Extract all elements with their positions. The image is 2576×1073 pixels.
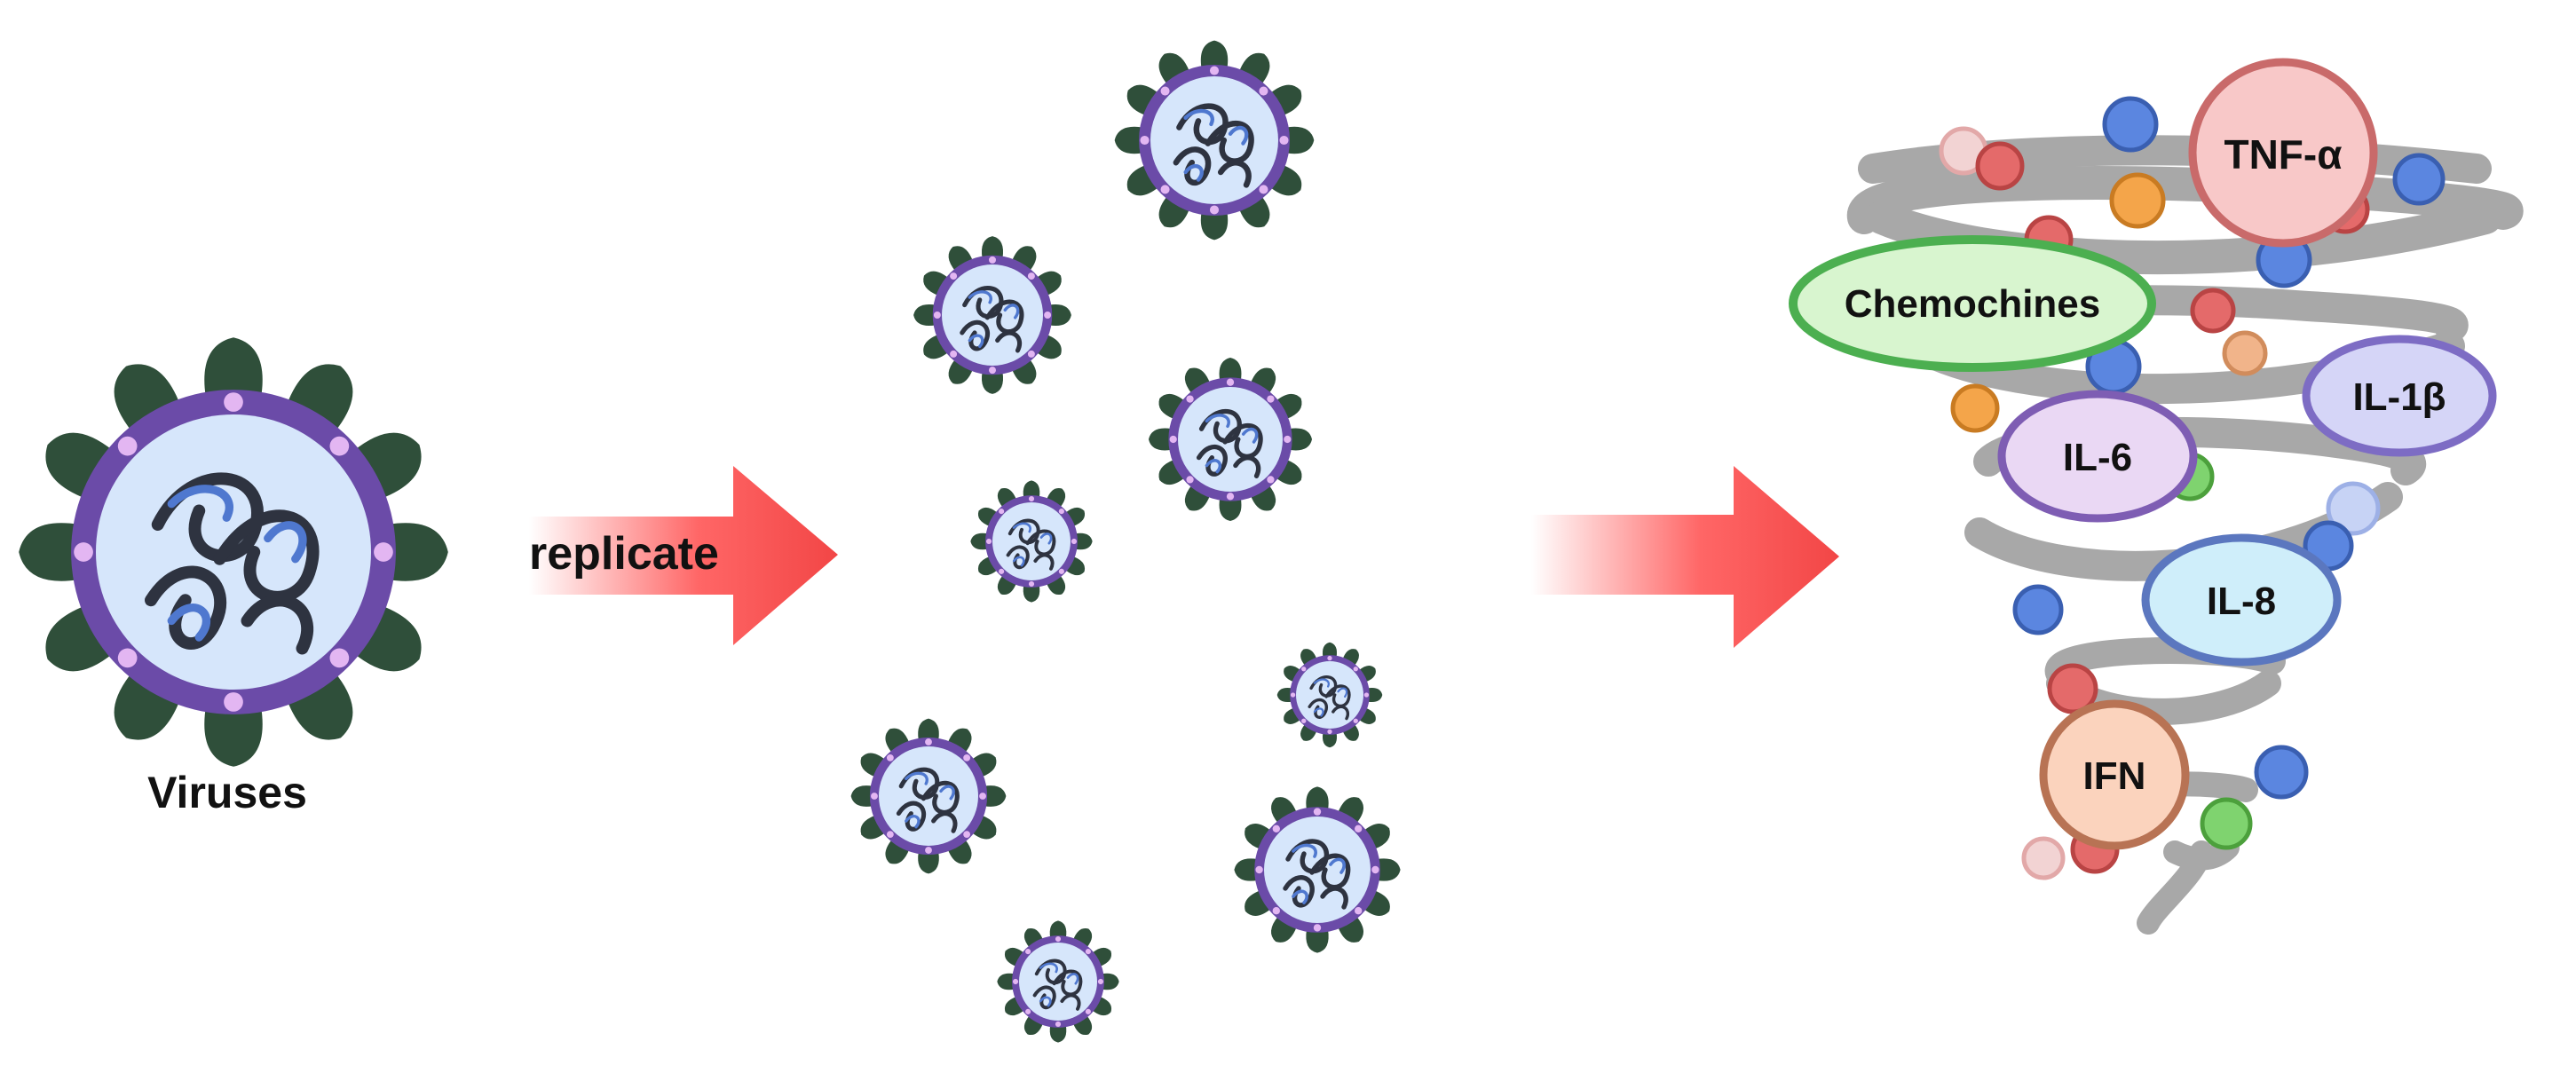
cytokine-il-6: IL-6 xyxy=(1997,390,2198,523)
virus-illustration-large xyxy=(19,337,448,767)
virus-copy xyxy=(968,478,1094,604)
cytokine-chemochines: Chemochines xyxy=(1789,235,2156,372)
chemochines-label: Chemochines xyxy=(1845,282,2101,326)
virus-copy xyxy=(913,236,1071,394)
virus-copy xyxy=(851,719,1007,874)
cytokine-il-8: IL-8 xyxy=(2141,533,2342,667)
replicate-arrow: replicate xyxy=(529,466,838,645)
virus-copy xyxy=(995,919,1121,1045)
tornado-tail xyxy=(2137,840,2213,935)
virus-copy xyxy=(1276,641,1384,749)
cytokine-il-1-beta: IL-1β xyxy=(2302,335,2497,457)
il-8-label: IL-8 xyxy=(2207,580,2276,623)
il-6-label: IL-6 xyxy=(2063,436,2132,479)
storm-arrow xyxy=(1531,466,1839,648)
virus-copy xyxy=(1115,41,1315,241)
replicated-viruses xyxy=(851,41,1401,1045)
cytokine-tnf-alpha: TNF-α xyxy=(2188,58,2378,248)
virus-copy xyxy=(1234,786,1400,952)
tornado-ring xyxy=(1865,201,2502,275)
ifn-label: IFN xyxy=(2083,754,2146,798)
viruses-label: Viruses xyxy=(147,768,307,817)
cytokine-ifn: IFN xyxy=(2039,699,2190,850)
replicate-label: replicate xyxy=(529,528,719,580)
il-1-beta-label: IL-1β xyxy=(2352,375,2446,419)
virus-copy xyxy=(1149,358,1312,521)
tnf-alpha-label: TNF-α xyxy=(2224,131,2342,178)
cytokine-storm-tornado: TNF-α Chemochines IL-1β IL-6 IL-8 IFN xyxy=(1789,58,2524,935)
